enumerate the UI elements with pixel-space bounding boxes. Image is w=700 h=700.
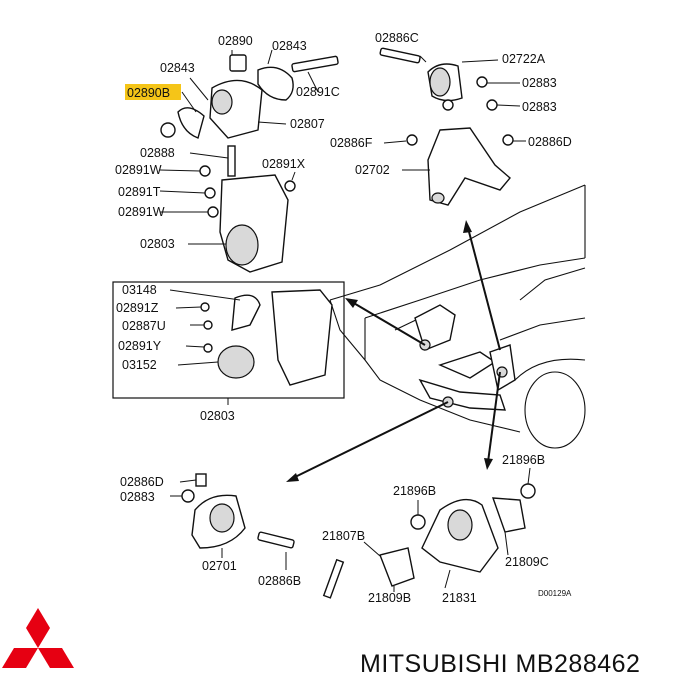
bottom-left-mount-group bbox=[170, 473, 295, 570]
mitsubishi-logo bbox=[2, 608, 74, 668]
top-right-mount-group bbox=[379, 47, 526, 206]
bottom-right-mount-group bbox=[322, 467, 536, 599]
label-02843-left: 02843 bbox=[160, 61, 195, 75]
label-02886d-bottom: 02886D bbox=[120, 475, 164, 489]
label-02886f: 02886F bbox=[330, 136, 373, 150]
label-21807b: 21807B bbox=[322, 529, 365, 543]
label-02701: 02701 bbox=[202, 559, 237, 573]
label-02883-1: 02883 bbox=[522, 76, 557, 90]
label-02883-3: 02883 bbox=[120, 490, 155, 504]
label-03152: 03152 bbox=[122, 358, 157, 372]
label-02883-2: 02883 bbox=[522, 100, 557, 114]
part-labels: 02890 02843 02843 02890B 02891C 02807 02… bbox=[115, 31, 572, 605]
inset-box bbox=[112, 281, 345, 405]
label-21809b: 21809B bbox=[368, 591, 411, 605]
label-21896b-left: 21896B bbox=[393, 484, 436, 498]
label-21809c: 21809C bbox=[505, 555, 549, 569]
label-02891x: 02891X bbox=[262, 157, 306, 171]
label-02803-top: 02803 bbox=[140, 237, 175, 251]
label-02891w-1: 02891W bbox=[115, 163, 162, 177]
label-02891w-2: 02891W bbox=[118, 205, 165, 219]
label-02722a: 02722A bbox=[502, 52, 546, 66]
bracket-02803-top bbox=[159, 165, 296, 273]
label-02887u: 02887U bbox=[122, 319, 166, 333]
label-02891c: 02891C bbox=[296, 85, 340, 99]
pointer-arrows bbox=[286, 220, 501, 482]
label-02702: 02702 bbox=[355, 163, 390, 177]
label-21831: 21831 bbox=[442, 591, 477, 605]
label-02886b: 02886B bbox=[258, 574, 301, 588]
label-02891t: 02891T bbox=[118, 185, 161, 199]
car-outline bbox=[329, 184, 586, 449]
label-02843-right: 02843 bbox=[272, 39, 307, 53]
top-left-mount-group bbox=[160, 49, 339, 177]
label-02807: 02807 bbox=[290, 117, 325, 131]
diagram-code: D00129A bbox=[538, 589, 572, 598]
label-02803-inset: 02803 bbox=[200, 409, 235, 423]
label-02891z: 02891Z bbox=[116, 301, 159, 315]
label-02891y: 02891Y bbox=[118, 339, 162, 353]
label-03148: 03148 bbox=[122, 283, 157, 297]
label-02890b: 02890B bbox=[127, 86, 170, 100]
label-02890: 02890 bbox=[218, 34, 253, 48]
label-02886d-top: 02886D bbox=[528, 135, 572, 149]
label-02886c: 02886C bbox=[375, 31, 419, 45]
highlight-02890b bbox=[125, 84, 181, 100]
label-02888: 02888 bbox=[140, 146, 175, 160]
brand-part-number: MITSUBISHI MB288462 bbox=[360, 650, 641, 678]
label-21896b-right: 21896B bbox=[502, 453, 545, 467]
